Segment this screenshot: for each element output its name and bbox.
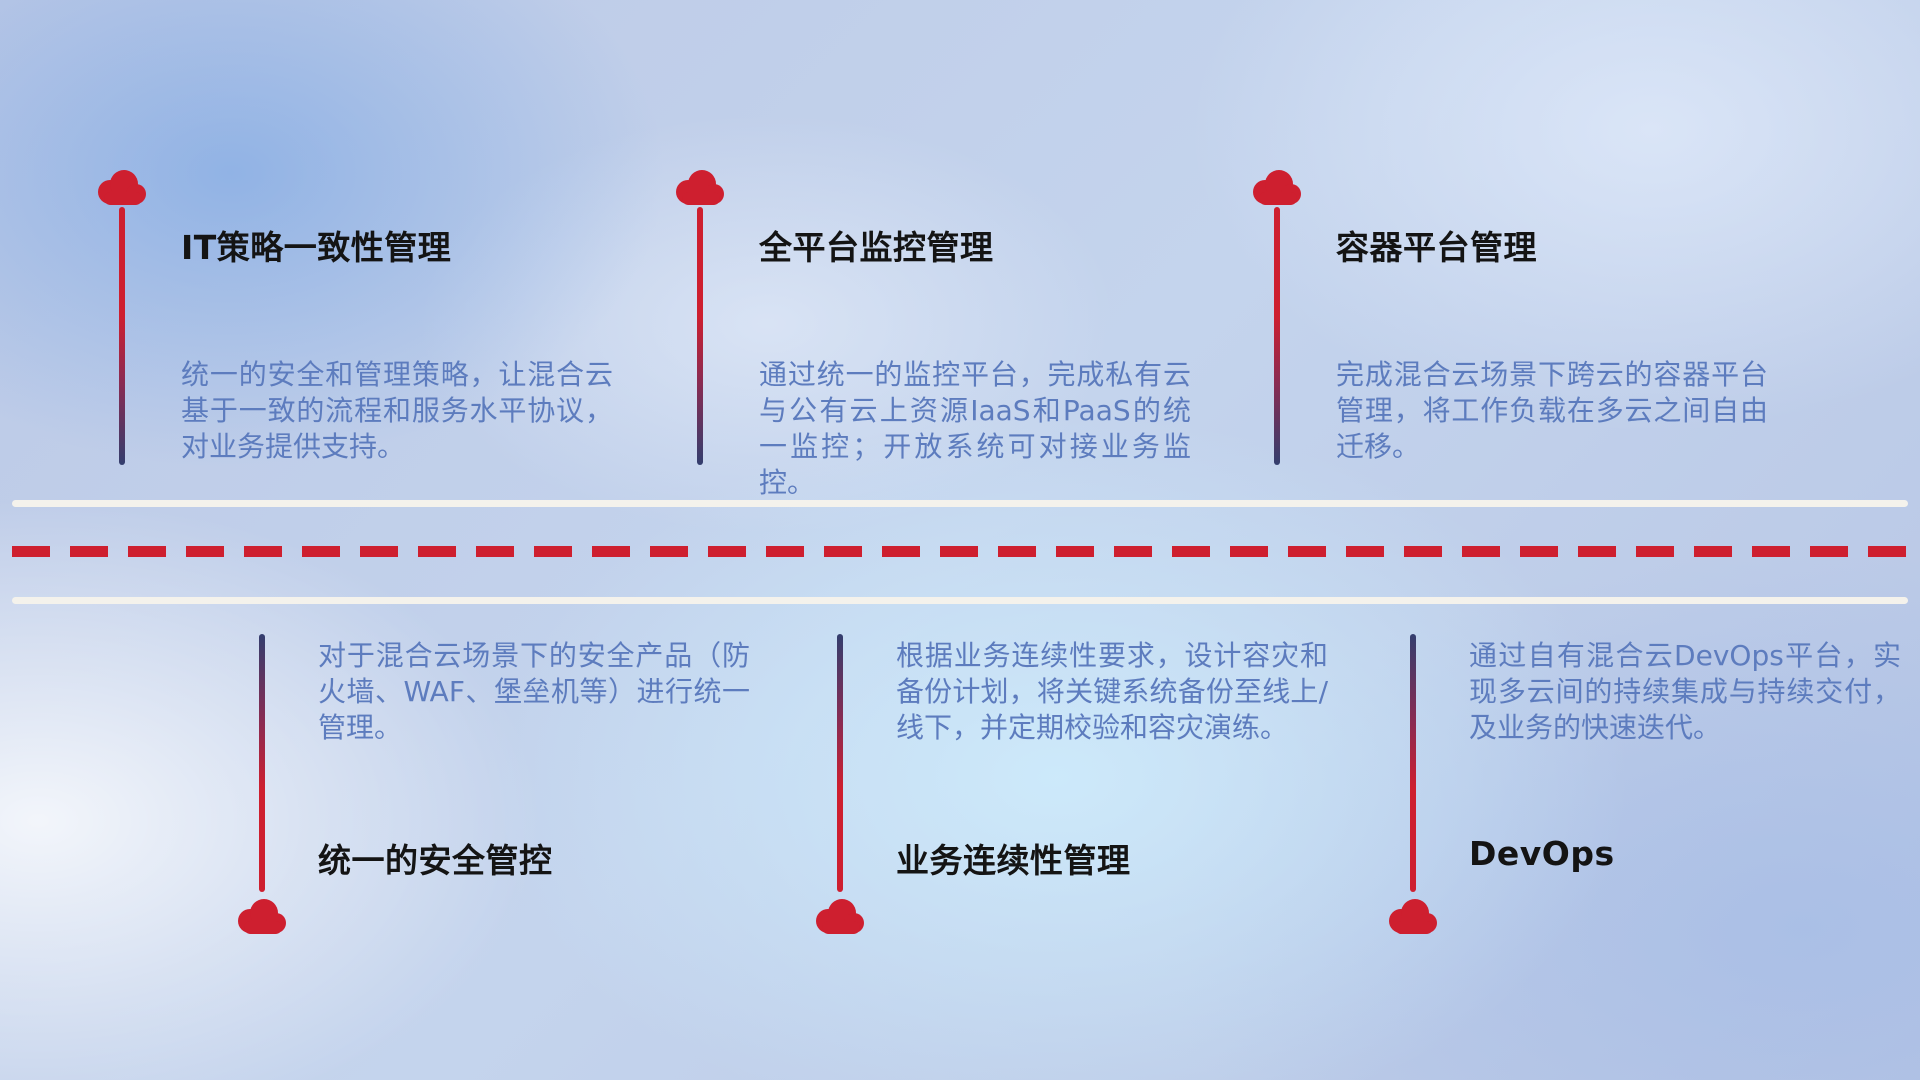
timeline-item-security-control: 统一的安全管控 对于混合云场景下的安全产品（防火墙、WAF、堡垒机等）进行统一管… <box>235 634 755 944</box>
connector-line <box>119 207 125 465</box>
timeline-item-devops: DevOps 通过自有混合云DevOps平台，实现多云间的持续集成与持续交付，及… <box>1386 634 1906 944</box>
item-title: 业务连续性管理 <box>896 841 1131 880</box>
cloud-icon <box>235 898 289 936</box>
timeline-item-it-policy: IT策略一致性管理 统一的安全和管理策略，让混合云基于一致的流程和服务水平协议，… <box>95 169 615 509</box>
item-title: DevOps <box>1469 834 1615 873</box>
road-line-bottom <box>12 597 1908 604</box>
timeline-item-container-platform: 容器平台管理 完成混合云场景下跨云的容器平台管理，将工作负载在多云之间自由迁移。 <box>1250 169 1770 509</box>
item-title: 全平台监控管理 <box>759 228 994 267</box>
connector-line <box>1410 634 1416 892</box>
connector-line <box>837 634 843 892</box>
item-description: 统一的安全和管理策略，让混合云基于一致的流程和服务水平协议，对业务提供支持。 <box>181 358 613 463</box>
connector-line <box>1274 207 1280 465</box>
item-description: 根据业务连续性要求，设计容灾和备份计划，将关键系统备份至线上/线下，并定期校验和… <box>896 639 1328 744</box>
timeline-item-business-continuity: 业务连续性管理 根据业务连续性要求，设计容灾和备份计划，将关键系统备份至线上/线… <box>813 634 1333 944</box>
timeline-item-platform-monitoring: 全平台监控管理 通过统一的监控平台，完成私有云与公有云上资源IaaS和PaaS的… <box>673 169 1193 509</box>
cloud-icon <box>95 169 149 207</box>
cloud-icon <box>1250 169 1304 207</box>
item-description: 通过自有混合云DevOps平台，实现多云间的持续集成与持续交付，及业务的快速迭代… <box>1469 639 1901 744</box>
item-description: 对于混合云场景下的安全产品（防火墙、WAF、堡垒机等）进行统一管理。 <box>318 639 750 744</box>
cloud-icon <box>673 169 727 207</box>
item-title: IT策略一致性管理 <box>181 228 452 267</box>
item-description: 通过统一的监控平台，完成私有云与公有云上资源IaaS和PaaS的统一监控；开放系… <box>759 358 1191 499</box>
cloud-icon <box>1386 898 1440 936</box>
item-title: 容器平台管理 <box>1336 228 1537 267</box>
connector-line <box>697 207 703 465</box>
item-title: 统一的安全管控 <box>318 841 553 880</box>
item-description: 完成混合云场景下跨云的容器平台管理，将工作负载在多云之间自由迁移。 <box>1336 358 1768 463</box>
road-line-top <box>12 500 1908 507</box>
connector-line <box>259 634 265 892</box>
cloud-icon <box>813 898 867 936</box>
road-dashed-centerline <box>12 546 1908 557</box>
